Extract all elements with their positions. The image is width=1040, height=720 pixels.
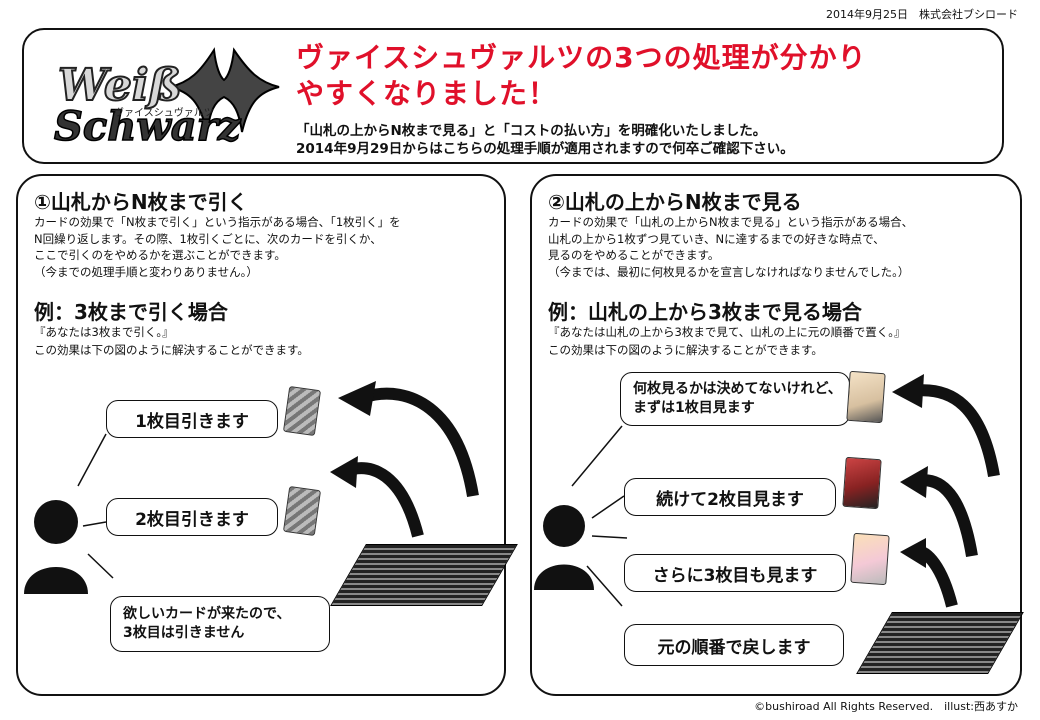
speech-bubble-2: 続けて2枚目見ます	[624, 478, 836, 516]
panel-draw-up-to-n: ①山札からN枚まで引く カードの効果で「N枚まで引く」という指示がある場合、「1…	[16, 174, 518, 696]
header-box: Weiß Schwarz ヴァイスシュヴァルツ ヴァイスシュヴァルツの3つの処理…	[22, 28, 1004, 164]
svg-text:Schwarz: Schwarz	[54, 103, 242, 150]
arrow-curve-icon	[343, 387, 479, 538]
panel-look-up-to-n: ②山札の上からN枚まで見る カードの効果で「山札の上からN枚まで見る」という指示…	[530, 174, 1024, 696]
speech-bubble-1: 1枚目引きます	[106, 400, 278, 438]
speech-bubble-2: 2枚目引きます	[106, 498, 278, 536]
person-icon	[24, 500, 88, 594]
panel-title: ①山札からN枚まで引く	[34, 190, 248, 214]
card-face	[850, 532, 890, 586]
arrowhead-icon	[900, 466, 928, 498]
diagram-lines	[24, 381, 479, 594]
person-icon	[534, 505, 594, 590]
example-note: この効果は下の図のように解決することができます。	[548, 343, 823, 357]
fleur-de-lis-icon	[169, 47, 280, 133]
speech-bubble-1: 何枚見るかは決めてないけれど、まずは1枚目見ます	[620, 372, 850, 426]
card-back	[282, 485, 322, 537]
speech-bubble-3: さらに3枚目も見ます	[624, 554, 846, 592]
example-quote: 『あなたは3枚まで引く。』	[34, 325, 174, 339]
card-back	[282, 385, 322, 437]
arrowhead-icon	[892, 374, 924, 408]
weiss-schwarz-logo: Weiß Schwarz ヴァイスシュヴァルツ	[53, 47, 280, 150]
copyright-footer: ©bushiroad All Rights Reserved. illust:西…	[754, 700, 1018, 713]
panel-title: ②山札の上からN枚まで見る	[548, 190, 802, 214]
speech-bubble-3: 欲しいカードが来たので、3枚目は引きません	[110, 596, 330, 652]
header-subtext: 「山札の上からN枚まで見る」と「コストの払い方」を明確化いたしました。 2014…	[296, 123, 794, 157]
arrowhead-icon	[330, 456, 358, 488]
panel-description: カードの効果で「山札の上からN枚まで見る」という指示がある場合、山札の上から1枚…	[548, 215, 914, 279]
card-face	[846, 370, 886, 424]
arrowhead-icon	[900, 538, 926, 568]
arrow-curve-icon	[911, 384, 1000, 608]
svg-text:ヴァイスシュヴァルツ: ヴァイスシュヴァルツ	[114, 106, 214, 119]
date-publisher: 2014年9月25日 株式会社ブシロード	[826, 8, 1018, 21]
svg-text:Weiß: Weiß	[58, 60, 182, 111]
example-quote: 『あなたは山札の上から3枚まで見て、山札の上に元の順番で置く。』	[548, 325, 906, 339]
headline: ヴァイスシュヴァルツの3つの処理が分かり やすくなりました！	[296, 41, 867, 110]
card-face	[842, 456, 882, 510]
arrowhead-icon	[338, 381, 376, 416]
example-title: 例：山札の上から3枚まで見る場合	[548, 300, 862, 324]
speech-bubble-4: 元の順番で戻します	[624, 624, 844, 666]
example-note: この効果は下の図のように解決することができます。	[34, 343, 309, 357]
diagram-lines	[534, 374, 1000, 608]
example-title: 例：3枚まで引く場合	[34, 300, 228, 324]
